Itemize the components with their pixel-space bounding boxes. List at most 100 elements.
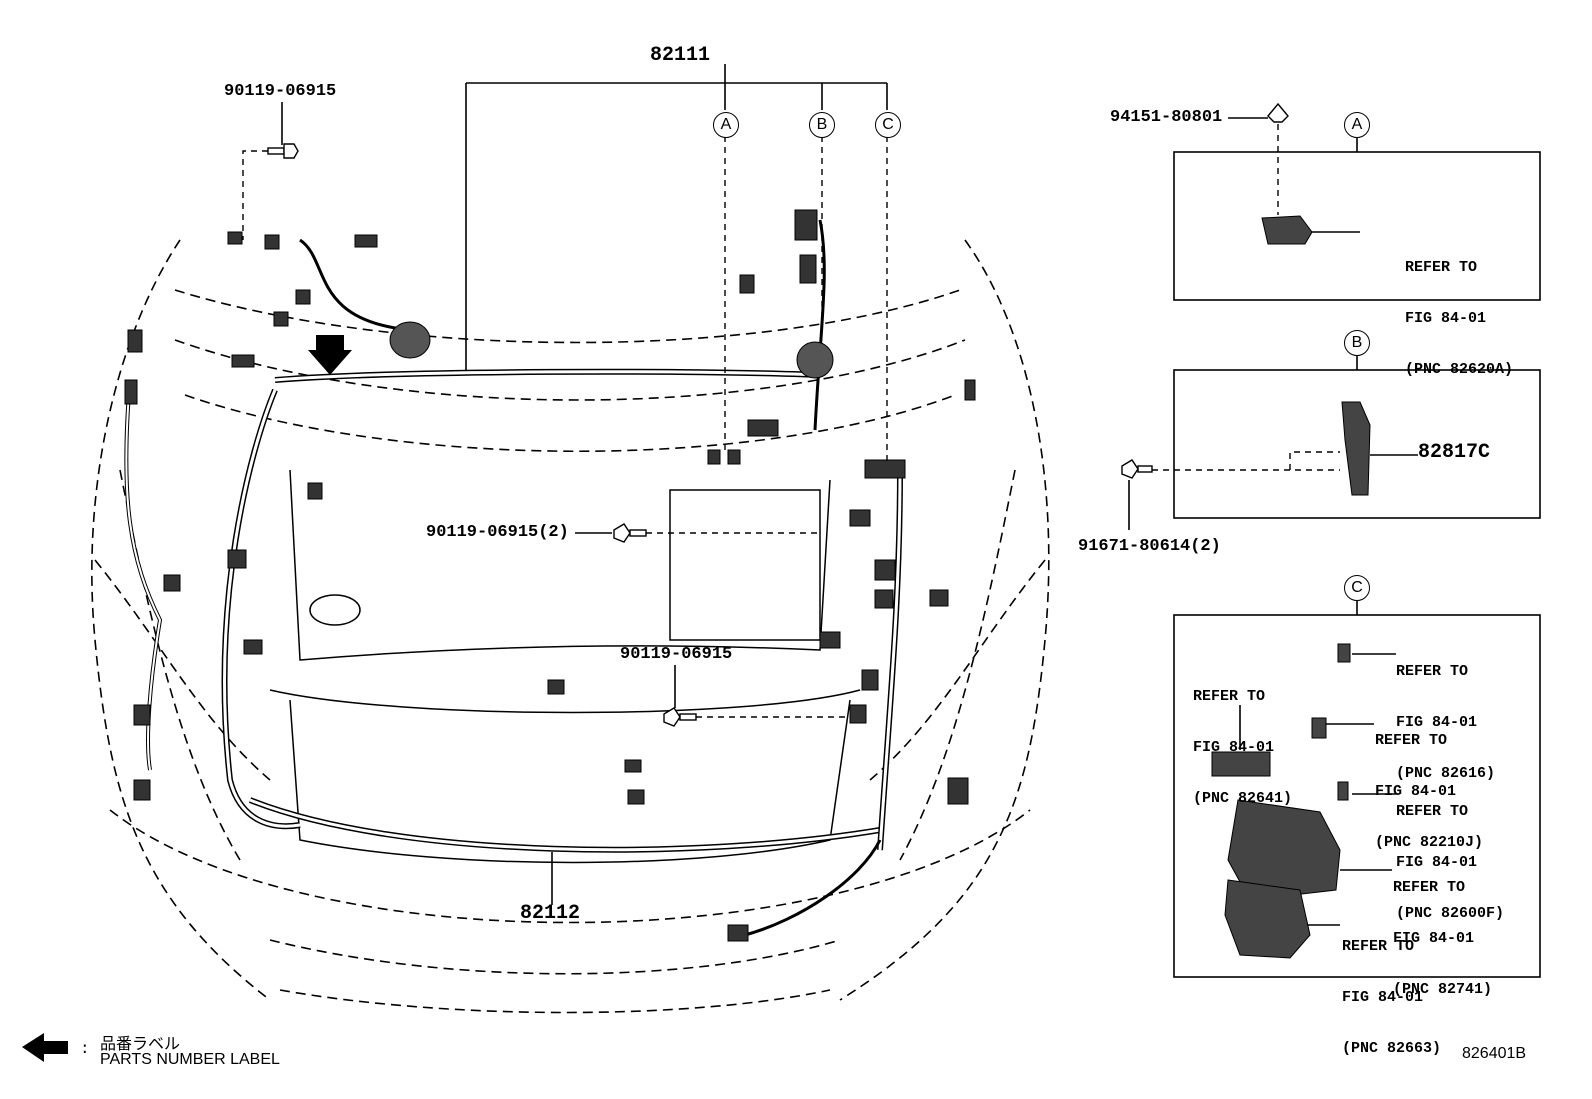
relay-block-a — [1261, 215, 1313, 245]
connector — [819, 631, 841, 649]
detail-box-a — [1173, 151, 1541, 301]
connector — [231, 354, 255, 368]
refer-c4: REFER TO FIG 84-01 (PNC 82600F) — [1396, 769, 1504, 939]
connector — [707, 449, 721, 465]
refer-c4-line3: (PNC 82600F) — [1396, 905, 1505, 922]
connector — [127, 329, 143, 353]
cowl-line-2 — [184, 394, 956, 452]
refer-c3-line2: FIG 84-01 — [1375, 783, 1457, 800]
detail-callout-c: C — [1344, 575, 1370, 601]
refer-c2: REFER TO FIG 84-01 (PNC 82641) — [1193, 654, 1292, 824]
label-bolt-lower-center: 90119-06915 — [620, 645, 733, 664]
fuse-block-c2 — [1211, 751, 1271, 777]
engine-block — [289, 469, 831, 661]
radiator-shroud — [289, 699, 851, 864]
right-fender — [869, 559, 1046, 781]
dash-bolt-top — [242, 150, 268, 240]
label-82112: 82112 — [520, 902, 581, 925]
refer-c1-line3: (PNC 82616) — [1396, 765, 1496, 782]
front-bumper — [109, 809, 1031, 924]
bolt-icon — [613, 523, 647, 543]
connector — [264, 234, 280, 250]
refer-c5: REFER TO FIG 84-01 (PNC 82741) — [1393, 845, 1492, 1015]
bracket-b — [1341, 401, 1371, 496]
left-harness-run — [221, 388, 301, 830]
connector — [727, 449, 741, 465]
connector — [864, 459, 906, 479]
connector — [849, 509, 871, 527]
refer-c5-line1: REFER TO — [1393, 879, 1466, 896]
detail-box-b — [1173, 369, 1541, 519]
legend-japanese: 品番ラベル — [100, 1034, 181, 1053]
relay-c3 — [1311, 717, 1327, 739]
connector — [227, 549, 247, 569]
refer-c3-line3: (PNC 82210J) — [1375, 834, 1484, 851]
refer-c6-line3: (PNC 82663) — [1342, 1040, 1442, 1057]
label-82111: 82111 — [650, 44, 711, 67]
connector — [624, 759, 642, 773]
connector — [739, 274, 755, 294]
figure-id: 826401B — [1462, 1045, 1527, 1062]
detail-box-c — [1173, 614, 1541, 978]
fuse-c1 — [1337, 643, 1351, 663]
junction-box-c5 — [1227, 799, 1341, 901]
label-arrow-icon — [308, 335, 352, 375]
callout-b: B — [809, 112, 835, 138]
parts-label-legend-icon — [22, 1033, 68, 1062]
label-part-b: 82817C — [1418, 441, 1491, 464]
junction-box-c6 — [1224, 879, 1311, 959]
refer-c3: REFER TO FIG 84-01 (PNC 82210J) — [1375, 698, 1483, 868]
connector — [354, 234, 378, 248]
label-bolt-top-left: 90119-06915 — [224, 82, 337, 101]
grommet — [389, 321, 431, 359]
front-right-wire — [744, 839, 882, 937]
top-left-branch — [299, 238, 411, 332]
right-harness-inner — [878, 469, 902, 851]
connector — [124, 379, 138, 405]
label-bolt-center: 90119-06915(2) — [426, 523, 569, 542]
battery-box — [669, 489, 821, 641]
refer-c6-line2: FIG 84-01 — [1342, 989, 1424, 1006]
label-bolt-b: 91671-80614(2) — [1078, 537, 1221, 556]
connector — [547, 679, 565, 695]
connector — [273, 311, 289, 327]
left-side-wire-inner — [125, 379, 162, 771]
refer-c2-line3: (PNC 82641) — [1193, 790, 1293, 807]
refer-a-line3: (PNC 82620A) — [1405, 361, 1514, 378]
left-harness-inner — [223, 389, 301, 828]
bolt-icon — [1121, 459, 1153, 479]
grommet — [796, 341, 834, 379]
callout-c: C — [875, 112, 901, 138]
connector — [307, 482, 323, 500]
connector — [929, 589, 949, 607]
cowl-line — [174, 339, 966, 401]
refer-a: REFER TO FIG 84-01 (PNC 82620A) — [1405, 225, 1513, 395]
legend-english: PARTS NUMBER LABEL — [100, 1051, 280, 1068]
connector — [243, 639, 263, 655]
connector — [874, 559, 896, 581]
refer-c1: REFER TO FIG 84-01 (PNC 82616) — [1396, 629, 1495, 799]
connector — [861, 669, 879, 691]
connector — [227, 231, 243, 245]
oil-cap — [309, 594, 361, 626]
connector — [947, 777, 969, 805]
connector — [133, 704, 151, 726]
engine-bay-right — [899, 469, 1016, 861]
connector — [849, 704, 867, 724]
refer-c1-line1: REFER TO — [1396, 663, 1469, 680]
callout-a: A — [713, 112, 739, 138]
refer-c5-line3: (PNC 82741) — [1393, 981, 1493, 998]
connector — [727, 924, 749, 942]
refer-c1-line2: FIG 84-01 — [1396, 714, 1478, 731]
label-clip-a: 94151-80801 — [1110, 108, 1223, 127]
connector — [799, 254, 817, 284]
legend-colon: : — [80, 1040, 90, 1058]
refer-a-line1: REFER TO — [1405, 259, 1478, 276]
grille-bottom — [279, 989, 831, 1014]
upper-harness-inner — [274, 370, 821, 382]
top-right-branch — [813, 219, 826, 431]
fuse-c4 — [1337, 781, 1349, 801]
engine-bay-left — [119, 469, 241, 861]
body-outline-left — [91, 239, 271, 1001]
